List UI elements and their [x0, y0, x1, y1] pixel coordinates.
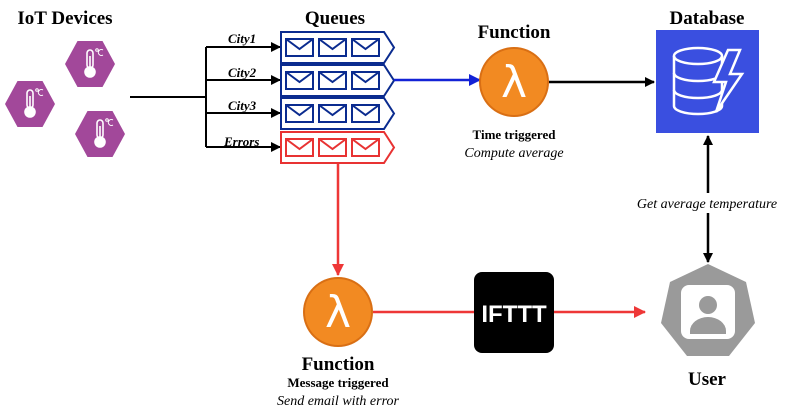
sensor-2: [5, 81, 55, 127]
queues-group: [280, 31, 396, 164]
function-top: λ: [479, 47, 549, 117]
function-top-desc: Compute average: [464, 146, 563, 161]
envelope-icon: [318, 71, 347, 90]
function-top-title: Function: [478, 22, 551, 43]
lambda-icon: λ: [325, 287, 351, 338]
envelope-icon: [285, 71, 314, 90]
envelope-icon: [351, 138, 380, 157]
queue-label-errors: Errors: [223, 134, 259, 149]
function-bottom: λ: [303, 277, 373, 347]
database-icon: [672, 46, 745, 116]
function-top-trigger: Time triggered: [473, 127, 557, 142]
queue-city1: [280, 31, 396, 64]
queue-label-city3: City3: [228, 98, 257, 113]
queue-errors: [280, 131, 396, 164]
ifttt-label: IFTTT: [481, 301, 547, 328]
user-title: User: [688, 369, 727, 390]
envelope-icon: [285, 38, 314, 57]
queue-label-city2: City2: [228, 65, 257, 80]
iot-devices-title: IoT Devices: [17, 8, 112, 29]
function-bottom-trigger: Message triggered: [287, 375, 389, 390]
user: [661, 264, 755, 356]
user-icon: [690, 296, 726, 334]
envelope-icon: [351, 104, 380, 123]
lambda-icon: λ: [501, 57, 527, 108]
thermometer-icon: [84, 48, 104, 78]
database-title: Database: [670, 8, 745, 29]
envelope-icon: [318, 138, 347, 157]
envelope-icon: [318, 38, 347, 57]
envelope-icon: [351, 38, 380, 57]
function-bottom-title: Function: [302, 354, 375, 375]
device-to-queue-connectors: [130, 42, 281, 152]
queue-city2: [280, 64, 396, 97]
envelope-icon: [285, 138, 314, 157]
sensor-1: [65, 41, 115, 87]
queues-title: Queues: [305, 8, 365, 29]
envelope-icon: [318, 104, 347, 123]
sensor-3: [75, 111, 125, 157]
database: [656, 30, 759, 133]
edge-label-db-user: Get average temperature: [637, 197, 777, 212]
function-bottom-desc: Send email with error: [277, 394, 400, 409]
ifttt-service: IFTTT: [474, 272, 554, 353]
envelope-icon: [285, 104, 314, 123]
queue-label-city1: City1: [228, 31, 256, 46]
thermometer-icon: [94, 118, 114, 148]
envelope-icon: [351, 71, 380, 90]
thermometer-icon: [24, 88, 44, 118]
queue-city3: [280, 97, 396, 130]
edge-label-bg: [628, 193, 786, 213]
